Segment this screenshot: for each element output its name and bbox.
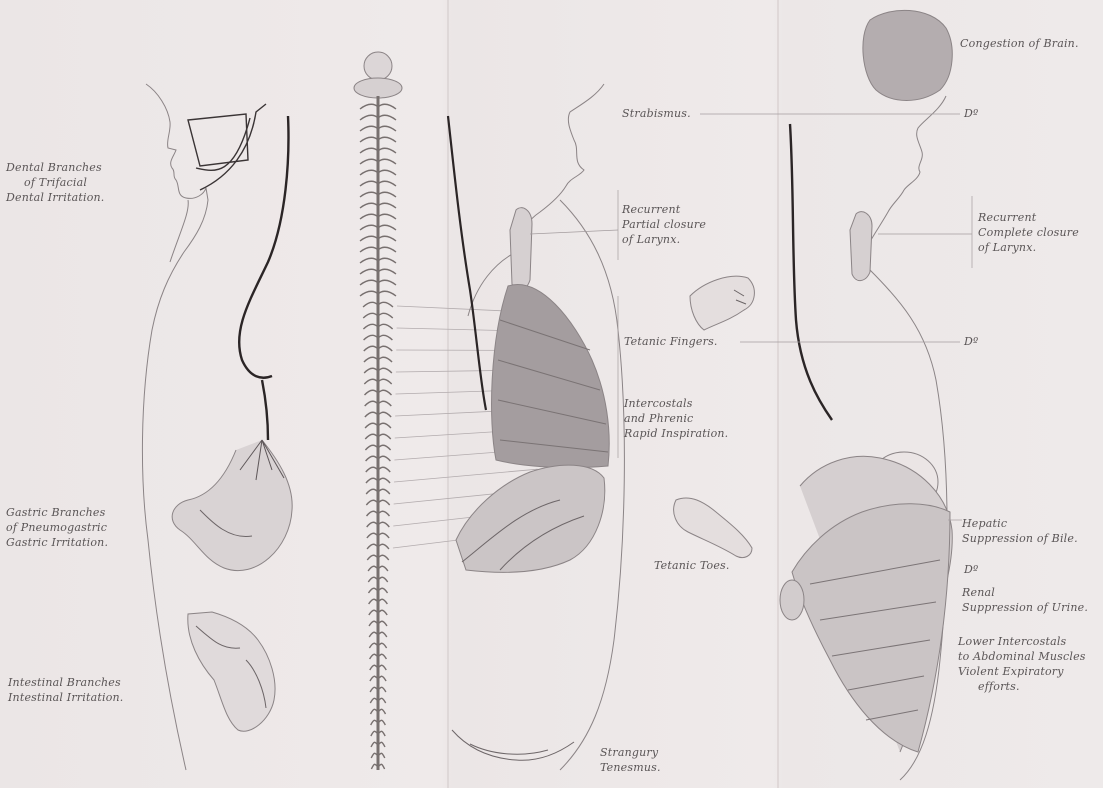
liver-organs-right (780, 452, 952, 752)
label-line: and Phrenic (624, 411, 728, 426)
label-lower-intercostals: Lower Intercostals to Abdominal Muscles … (958, 634, 1086, 694)
label-line: Intestinal Branches (8, 675, 124, 690)
label-line: Renal (962, 585, 1088, 600)
label-line: Dental Irritation. (6, 190, 105, 205)
lungs-chest-middle (492, 285, 610, 468)
label-recurrent-complete: Recurrent Complete closure of Larynx. (978, 210, 1079, 255)
label-gastric-branches: Gastric Branches of Pneumogastric Gastri… (6, 505, 108, 550)
label-intestinal-branches: Intestinal Branches Intestinal Irritatio… (8, 675, 124, 705)
intestine-left (188, 612, 275, 731)
label-intercostals: Intercostals and Phrenic Rapid Inspirati… (624, 396, 728, 441)
label-line: of Pneumogastric (6, 520, 108, 535)
label-tetanic-fingers: Tetanic Fingers. (624, 334, 718, 349)
label-recurrent-partial: Recurrent Partial closure of Larynx. (622, 202, 706, 247)
label-strabismus: Strabismus. (622, 106, 691, 121)
left-figure-outline (142, 84, 208, 770)
label-tetanic-toes: Tetanic Toes. (654, 558, 730, 573)
label-ditto: Dº (964, 562, 978, 577)
stomach-left (172, 440, 292, 571)
label-line: of Larynx. (978, 240, 1079, 255)
spinal-cord (360, 96, 396, 770)
label-line: Intestinal Irritation. (8, 690, 124, 705)
label-congestion-of-brain: Congestion of Brain. (960, 36, 1079, 51)
larynx-right (850, 212, 872, 281)
label-line: Violent Expiratory (958, 664, 1086, 679)
label-line: Strangury (600, 745, 661, 760)
dental-nerve-box (188, 104, 266, 190)
label-renal: Renal Suppression of Urine. (962, 585, 1088, 615)
label-line: Tenesmus. (600, 760, 661, 775)
label-line: efforts. (958, 679, 1086, 694)
nerve-fibre-to-chest (397, 328, 507, 331)
nerve-fibre-to-chest (397, 306, 502, 311)
left-nerve-trunk (239, 116, 288, 440)
label-line: Recurrent (978, 210, 1079, 225)
label-line: Rapid Inspiration. (624, 426, 728, 441)
label-line: Hepatic (962, 516, 1078, 531)
pelvis-middle (452, 730, 574, 760)
label-ditto: Dº (964, 334, 978, 349)
label-strangury: Strangury Tenesmus. (600, 745, 661, 775)
hand-drawing (690, 276, 754, 330)
middle-nerve-trunk (448, 116, 486, 410)
label-line: Gastric Branches (6, 505, 108, 520)
right-connector-lines (700, 114, 972, 520)
brain-stem (354, 52, 402, 98)
label-line: Suppression of Urine. (962, 600, 1088, 615)
label-dental-branches: Dental Branches of Trifacial Dental Irri… (6, 160, 105, 205)
label-line: Partial closure (622, 217, 706, 232)
label-line: Complete closure (978, 225, 1079, 240)
label-line: Intercostals (624, 396, 728, 411)
label-line: to Abdominal Muscles (958, 649, 1086, 664)
right-nerve-trunk (790, 124, 832, 420)
diaphragm-middle (456, 465, 605, 572)
label-line: Suppression of Bile. (962, 531, 1078, 546)
label-line: Recurrent (622, 202, 706, 217)
label-line: Lower Intercostals (958, 634, 1086, 649)
label-ditto: Dº (964, 106, 978, 121)
label-line: Dental Branches (6, 160, 105, 175)
label-hepatic: Hepatic Suppression of Bile. (962, 516, 1078, 546)
label-line: Gastric Irritation. (6, 535, 108, 550)
larynx-middle (510, 208, 532, 291)
brain-drawing (863, 10, 952, 100)
foot-drawing (674, 498, 752, 558)
label-line: of Trifacial (6, 175, 105, 190)
label-line: of Larynx. (622, 232, 706, 247)
